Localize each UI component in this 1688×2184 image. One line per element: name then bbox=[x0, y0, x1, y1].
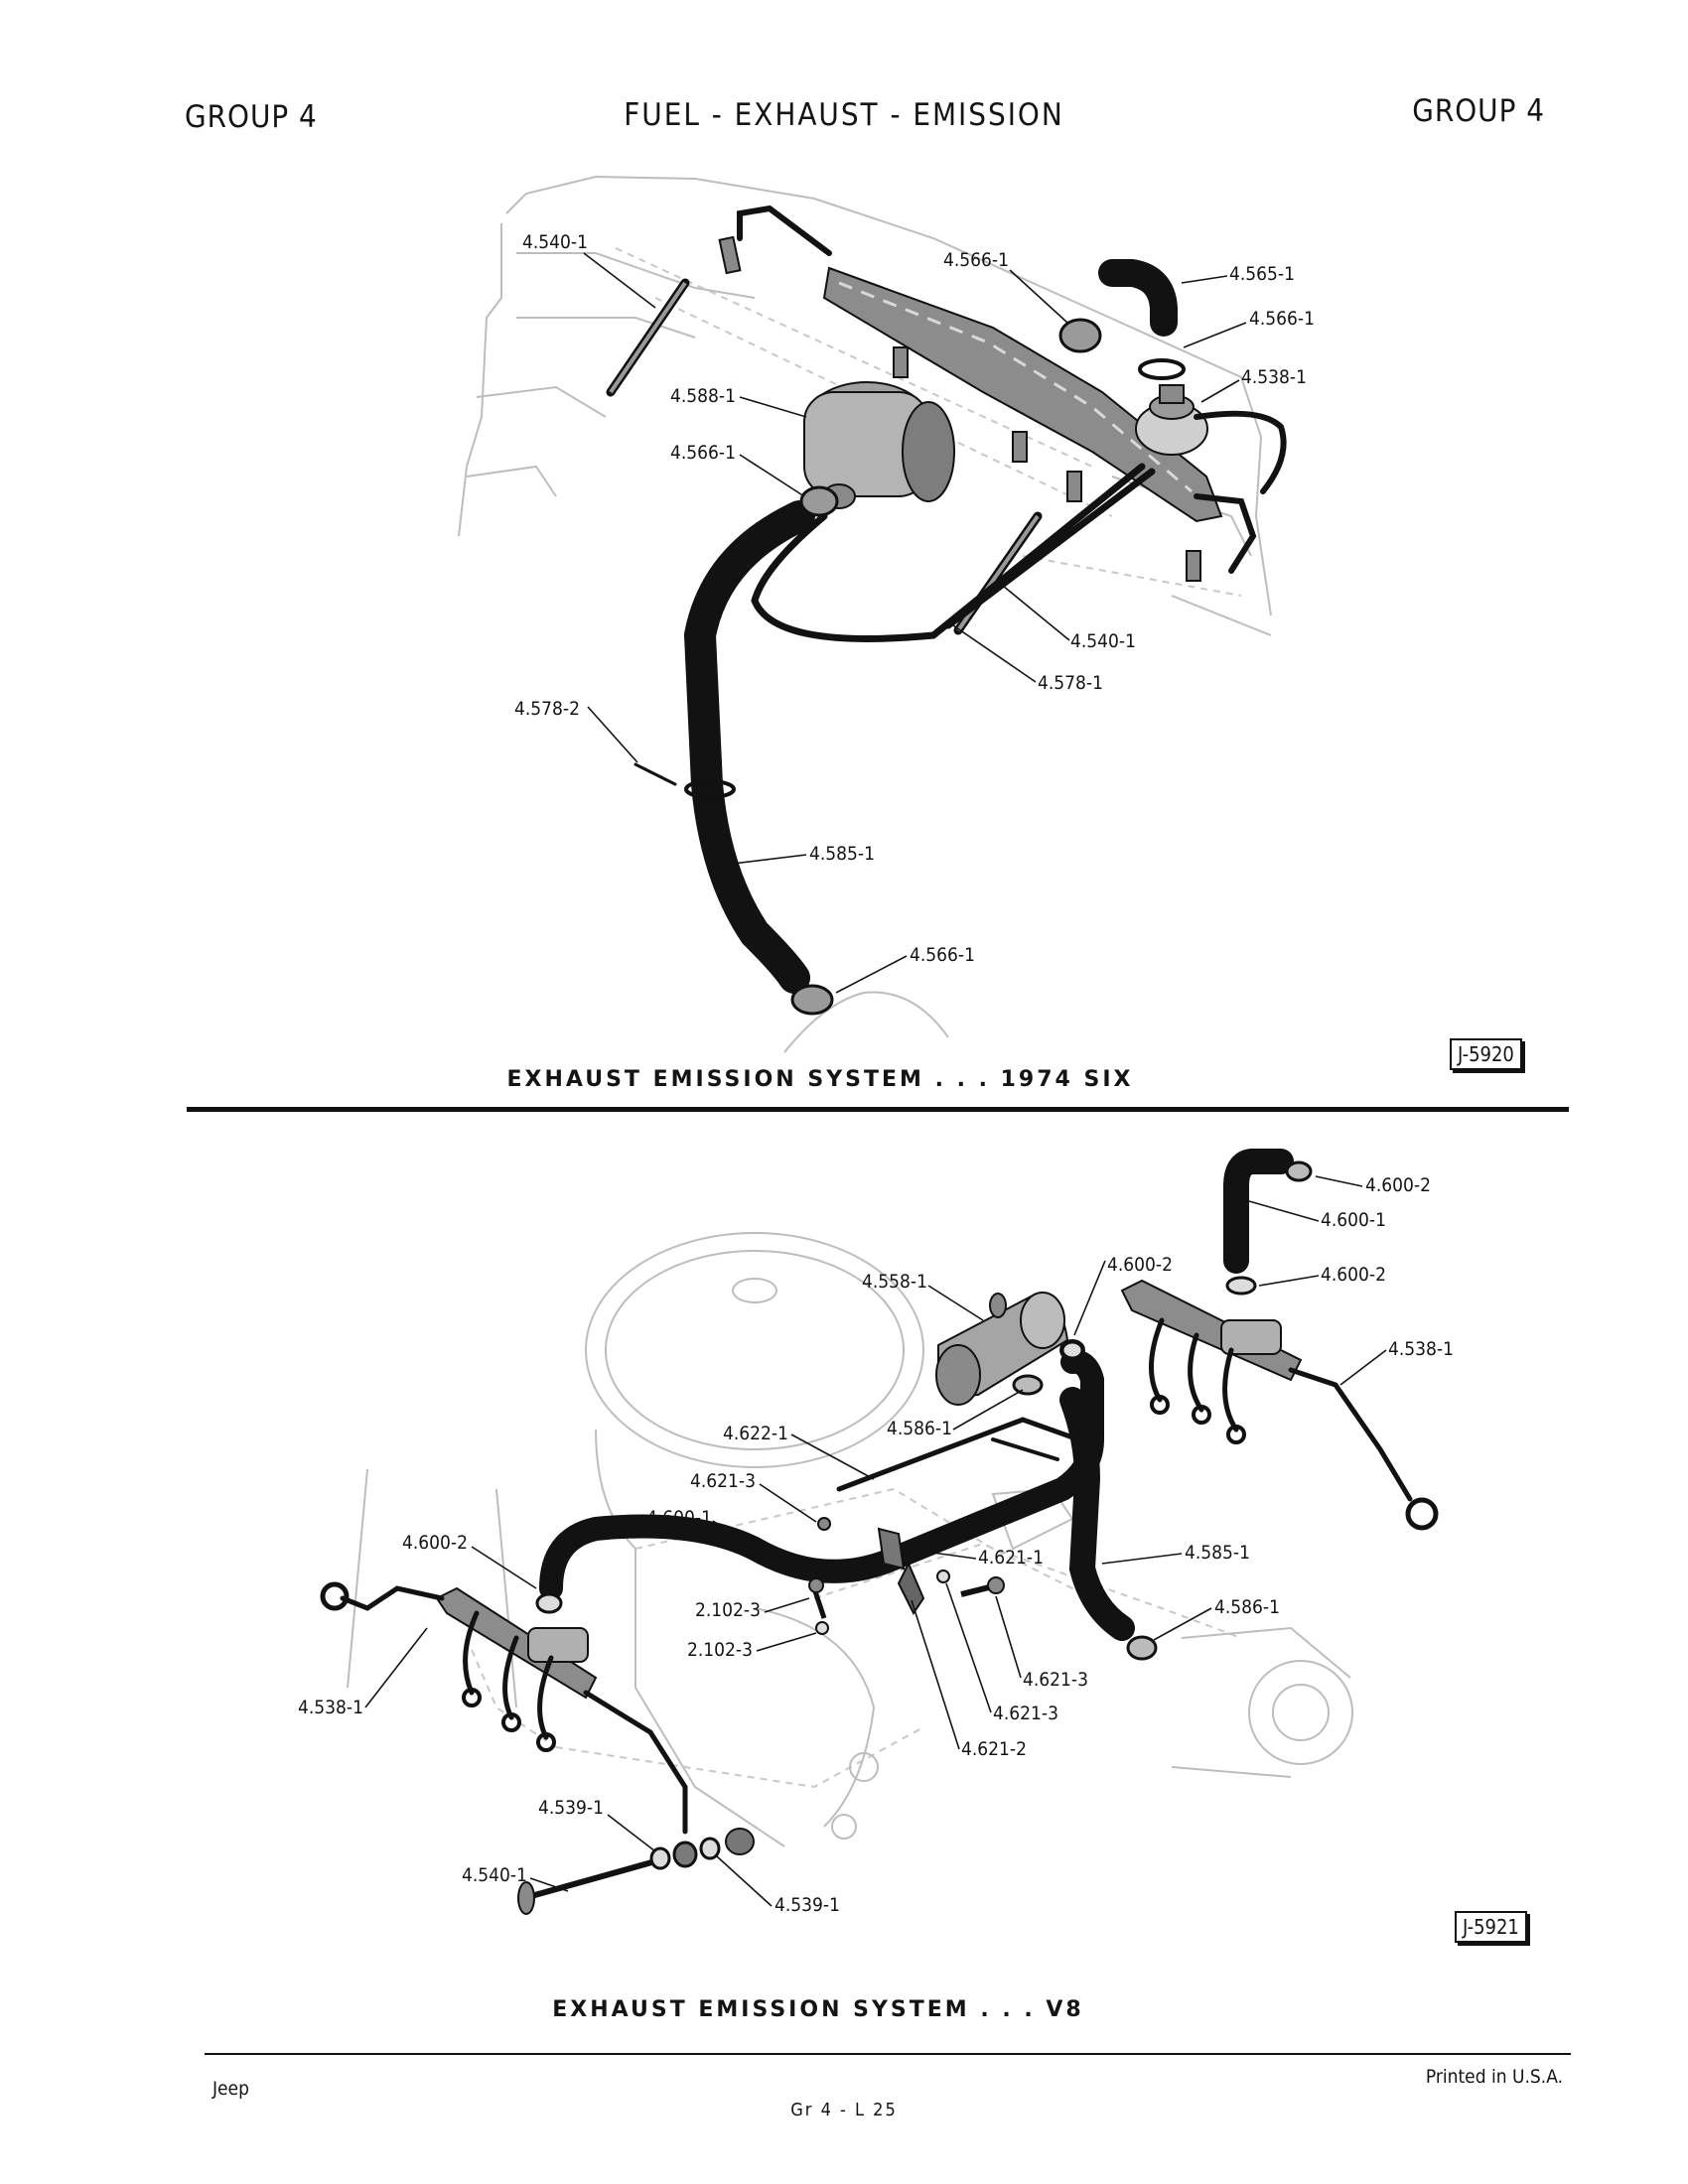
hoses-six bbox=[683, 259, 1287, 994]
engine-outline-v8 bbox=[347, 1232, 1353, 1847]
callout-2-102-3-a: 2.102-3 bbox=[695, 1599, 761, 1621]
callout-4-540-1-a: 4.540-1 bbox=[522, 231, 588, 253]
callout-4-539-1-b: 4.539-1 bbox=[774, 1894, 840, 1916]
callout-4-600-1-b: 4.600-1 bbox=[646, 1507, 712, 1529]
callout-2-102-3-b: 2.102-3 bbox=[687, 1639, 753, 1661]
callout-4-621-3-a: 4.621-3 bbox=[690, 1470, 756, 1492]
callout-4-578-1: 4.578-1 bbox=[1038, 672, 1103, 694]
air-pump-six bbox=[803, 381, 955, 509]
figure-id-v8: J-5921 bbox=[1455, 1911, 1527, 1943]
callout-4-540-1-b: 4.540-1 bbox=[1070, 630, 1136, 652]
engine-outline-six bbox=[458, 175, 1272, 1053]
callout-4-585-1: 4.585-1 bbox=[809, 843, 875, 865]
figure-id-six: J-5920 bbox=[1450, 1038, 1522, 1070]
callout-4-566-1-d: 4.566-1 bbox=[910, 944, 975, 966]
callout-4-539-1-a: 4.539-1 bbox=[538, 1797, 604, 1819]
callout-4-622-1: 4.622-1 bbox=[723, 1423, 788, 1444]
clamps-six bbox=[633, 318, 1186, 1016]
caption-six: EXHAUST EMISSION SYSTEM . . . 1974 SIX bbox=[506, 1067, 1134, 1092]
callout-4-566-1-b: 4.566-1 bbox=[1249, 308, 1315, 330]
section-divider bbox=[187, 1107, 1569, 1112]
page-title: FUEL - EXHAUST - EMISSION bbox=[624, 97, 1064, 133]
callouts-bottom: 4.600-2 4.600-1 4.600-2 4.558-1 4.600-2 … bbox=[298, 1174, 1454, 1916]
callout-4-600-1-a: 4.600-1 bbox=[1321, 1209, 1386, 1231]
callout-4-621-3-c: 4.621-3 bbox=[993, 1703, 1058, 1724]
manifold-left-v8 bbox=[320, 1581, 688, 1835]
hoses-v8 bbox=[539, 1149, 1294, 1641]
group-label-left: GROUP 4 bbox=[185, 99, 318, 135]
callout-4-538-1-c: 4.538-1 bbox=[298, 1697, 363, 1718]
bolt-and-fittings-v8 bbox=[517, 1828, 755, 1915]
callout-4-538-1-b: 4.538-1 bbox=[1388, 1338, 1454, 1360]
callouts-top: 4.540-1 4.566-1 4.565-1 4.566-1 4.538-1 … bbox=[514, 231, 1315, 994]
callout-4-588-1: 4.588-1 bbox=[670, 385, 736, 407]
callout-4-586-1-a: 4.586-1 bbox=[887, 1418, 952, 1439]
footer-printed: Printed in U.S.A. bbox=[1425, 2066, 1563, 2088]
callout-4-565-1: 4.565-1 bbox=[1229, 263, 1295, 285]
callout-4-600-2-a: 4.600-2 bbox=[1365, 1174, 1431, 1196]
callout-4-600-2-c: 4.600-2 bbox=[1107, 1254, 1173, 1276]
callout-4-600-2-b: 4.600-2 bbox=[1321, 1264, 1386, 1286]
callout-4-600-2-d: 4.600-2 bbox=[402, 1532, 468, 1554]
callout-4-621-2: 4.621-2 bbox=[961, 1738, 1027, 1760]
manifold-right-v8 bbox=[1120, 1279, 1439, 1531]
callout-4-540-1-c: 4.540-1 bbox=[462, 1864, 527, 1886]
callout-4-586-1-b: 4.586-1 bbox=[1214, 1596, 1280, 1618]
callout-4-621-3-b: 4.621-3 bbox=[1023, 1669, 1088, 1691]
group-label-right: GROUP 4 bbox=[1412, 93, 1545, 129]
callout-4-585-1-b: 4.585-1 bbox=[1185, 1542, 1250, 1564]
callout-4-566-1-a: 4.566-1 bbox=[943, 249, 1009, 271]
callout-4-558-1: 4.558-1 bbox=[862, 1271, 927, 1293]
footer-page-number: Gr 4 - L 25 bbox=[790, 2100, 898, 2120]
caption-v8: EXHAUST EMISSION SYSTEM . . . V8 bbox=[552, 1997, 1084, 2022]
footer-brand: Jeep bbox=[212, 2078, 249, 2100]
callout-4-566-1-c: 4.566-1 bbox=[670, 442, 736, 464]
clamps-v8 bbox=[535, 1160, 1313, 1661]
callout-4-538-1-a: 4.538-1 bbox=[1241, 366, 1307, 388]
callout-4-621-1: 4.621-1 bbox=[978, 1547, 1044, 1569]
air-pump-v8 bbox=[935, 1292, 1085, 1406]
footer-rule bbox=[205, 2053, 1571, 2055]
callout-4-578-2: 4.578-2 bbox=[514, 698, 580, 720]
check-valve-six bbox=[1135, 384, 1208, 456]
